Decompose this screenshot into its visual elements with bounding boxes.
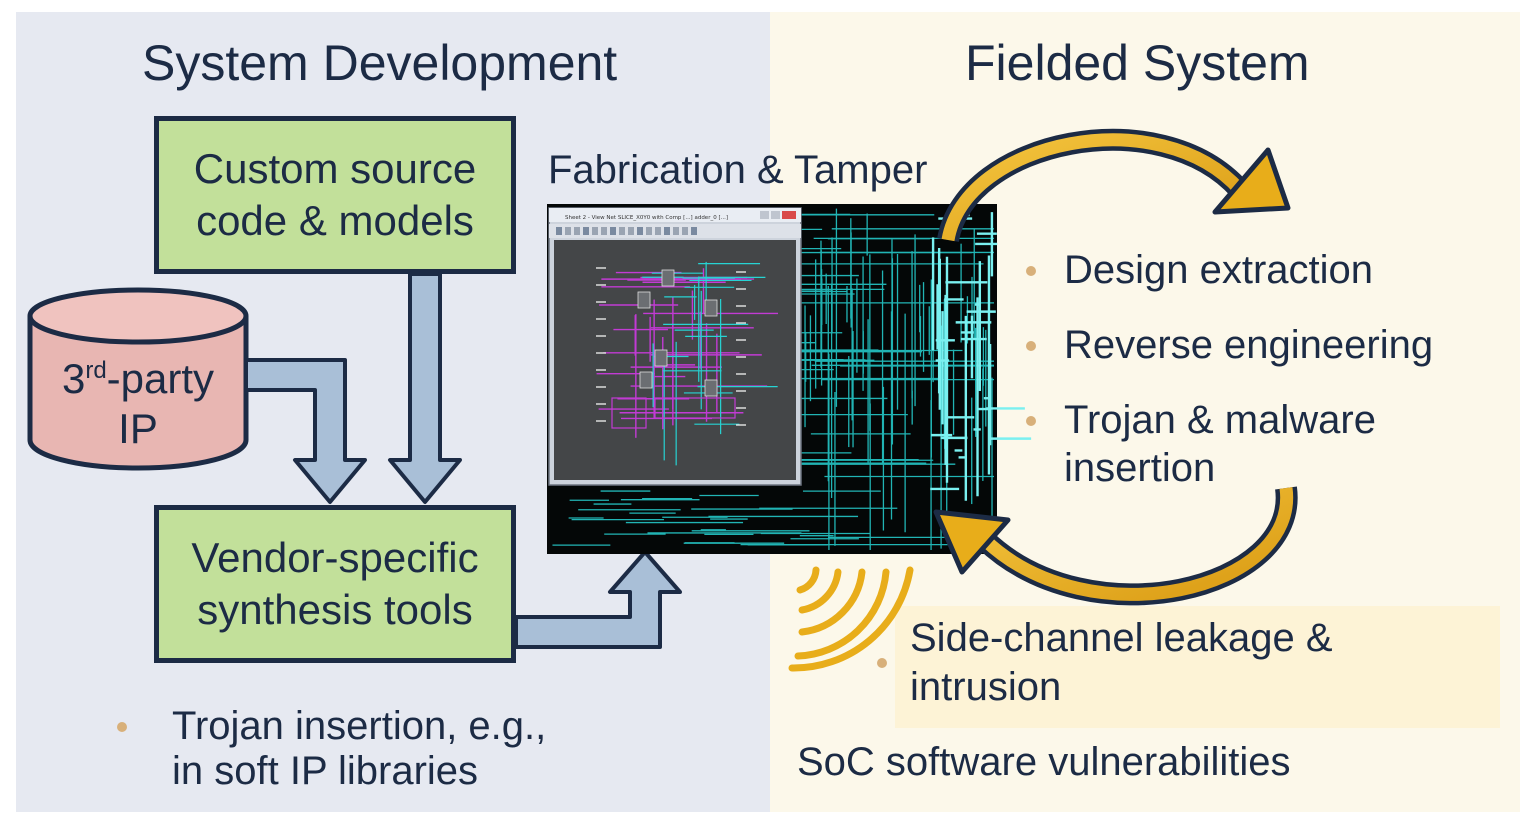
ip-label-suffix: -party xyxy=(106,355,215,402)
fielded-bullet-dot xyxy=(1026,341,1036,351)
ip-label-line2: IP xyxy=(118,405,158,452)
vendor-box-line2: synthesis tools xyxy=(197,586,473,633)
arrow-custom-to-vendor xyxy=(388,272,462,504)
ip-cylinder-label: 3rd-party IP xyxy=(30,346,246,454)
trojan-bullet-line2: in soft IP libraries xyxy=(172,749,479,793)
schematic-window-title: Sheet 2 - View Net SLICE_X0Y0 with Comp … xyxy=(565,215,728,221)
signal-waves-icon xyxy=(788,566,914,672)
ip-label-prefix: 3 xyxy=(61,355,86,402)
vendor-synthesis-box: Vendor-specific synthesis tools xyxy=(154,505,516,663)
trojan-bullet-dot xyxy=(117,722,127,732)
fielded-bullet-item: Reverse engineering xyxy=(1064,321,1433,369)
fielded-bullet-line1: Design extraction xyxy=(1064,248,1374,292)
fielded-bullet-dot xyxy=(1026,416,1036,426)
system-development-heading: System Development xyxy=(142,35,618,91)
side-channel-bullet-dot xyxy=(877,658,887,668)
fielded-system-heading: Fielded System xyxy=(965,35,1310,91)
custom-source-line1: Custom source xyxy=(193,145,477,192)
cycle-arrow-icon xyxy=(933,128,1298,606)
fielded-bullet-item: Design extraction xyxy=(1064,246,1373,294)
side-channel-line2: intrusion xyxy=(910,665,1062,709)
fielded-bullet-line2: insertion xyxy=(1064,446,1216,490)
side-channel-bullet: Side-channel leakage & intrusion xyxy=(910,614,1333,712)
fielded-bullet-line1: Trojan & malware xyxy=(1064,398,1376,442)
ip-label-superscript: rd xyxy=(85,357,107,384)
custom-source-box: Custom source code & models xyxy=(154,116,516,274)
arrow-ip-to-vendor xyxy=(244,358,367,504)
side-channel-highlight xyxy=(895,606,1500,728)
fabrication-heading: Fabrication & Tamper xyxy=(548,148,928,192)
fielded-bullet-line1: Reverse engineering xyxy=(1064,323,1434,367)
fielded-bullet-dot xyxy=(1026,266,1036,276)
trojan-insertion-bullet: Trojan insertion, e.g., in soft IP libra… xyxy=(172,704,546,794)
arrow-vendor-to-fabrication xyxy=(514,550,682,649)
ip-cylinder xyxy=(27,287,249,471)
custom-source-line2: code & models xyxy=(196,197,474,244)
side-channel-line1: Side-channel leakage & xyxy=(910,616,1333,660)
schematic-viewer-window: Sheet 2 - View Net SLICE_X0Y0 with Comp … xyxy=(548,207,802,486)
soc-vulnerabilities-label: SoC software vulnerabilities xyxy=(797,740,1291,784)
vendor-box-line1: Vendor-specific xyxy=(191,534,479,581)
trojan-bullet-line1: Trojan insertion, e.g., xyxy=(172,704,547,748)
